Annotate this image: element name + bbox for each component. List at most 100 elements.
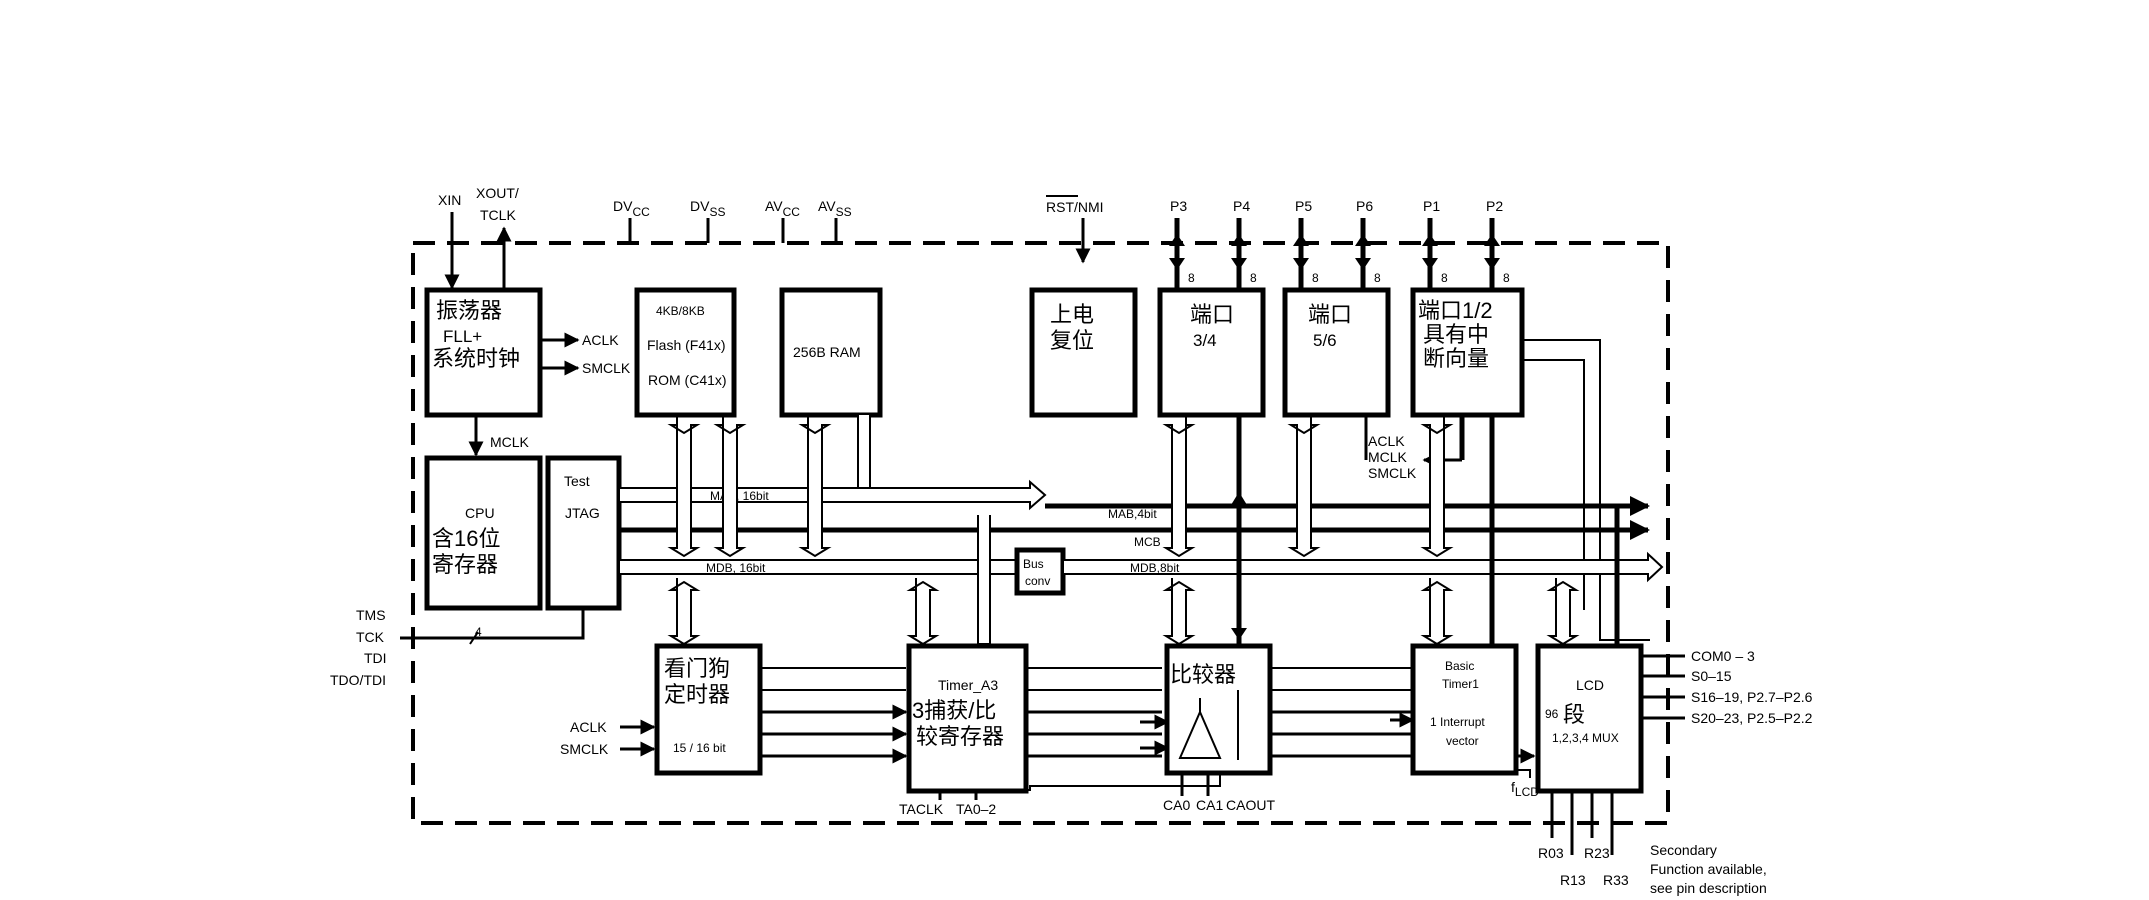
note-line2: Function available, xyxy=(1650,861,1767,877)
svg-text:Bus: Bus xyxy=(1023,557,1044,571)
svg-text:ROM (C41x): ROM (C41x) xyxy=(648,372,727,388)
lcd-flcd: fLCD xyxy=(1511,779,1539,799)
svg-text:Test: Test xyxy=(564,473,590,489)
port-clk-smclk: SMCLK xyxy=(1368,465,1417,481)
svg-text:具有中: 具有中 xyxy=(1423,322,1489,347)
svg-text:含16位: 含16位 xyxy=(432,526,500,551)
note-line3: see pin description xyxy=(1650,880,1767,896)
device-boundary xyxy=(411,241,1670,825)
svg-text:系统时钟: 系统时钟 xyxy=(432,346,520,371)
bits-p6: 8 xyxy=(1374,271,1381,285)
mdb-left-bus xyxy=(618,559,1018,575)
svg-text:conv: conv xyxy=(1025,574,1050,588)
svg-text:上电: 上电 xyxy=(1050,302,1094,327)
lcd-s20: S20–23, P2.5–P2.2 xyxy=(1691,710,1813,726)
lcd-s0: S0–15 xyxy=(1691,668,1732,684)
port-3-4-block: 端口 3/4 xyxy=(1157,287,1266,418)
osc-mclk: MCLK xyxy=(490,434,530,450)
pin-xin: XIN xyxy=(438,192,461,208)
flash-rom-block: 4KB/8KB Flash (F41x) ROM (C41x) xyxy=(634,287,737,418)
lcd-block: LCD 96 段 1,2,3,4 MUX xyxy=(1535,643,1644,794)
svg-text:端口: 端口 xyxy=(1308,302,1352,327)
osc-smclk: SMCLK xyxy=(582,360,631,376)
timer-ta: TA0–2 xyxy=(956,801,996,817)
pin-xout-line1: XOUT/ xyxy=(476,185,519,201)
timer-taclk: TACLK xyxy=(899,801,944,817)
lcd-r03: R03 xyxy=(1538,845,1564,861)
lcd-s16: S16–19, P2.7–P2.6 xyxy=(1691,689,1813,705)
svg-text:看门狗: 看门狗 xyxy=(664,656,730,681)
port-1-2-block: 端口1/2 具有中 断向量 xyxy=(1410,287,1525,418)
osc-aclk: ACLK xyxy=(582,332,619,348)
svg-text:3捕获/比: 3捕获/比 xyxy=(912,698,996,723)
pin-p2: P2 xyxy=(1486,198,1503,214)
pin-xout-line2: TCLK xyxy=(480,207,516,223)
jtag-bits: 4 xyxy=(475,625,482,639)
timer-a3-block: Timer_A3 3捕获/比 较寄存器 xyxy=(906,643,1029,794)
svg-text:复位: 复位 xyxy=(1050,328,1094,353)
svg-text:3/4: 3/4 xyxy=(1193,331,1217,350)
svg-text:Flash (F41x): Flash (F41x) xyxy=(647,337,726,353)
lcd-r23: R23 xyxy=(1584,845,1610,861)
pin-tdo: TDO/TDI xyxy=(330,672,386,688)
svg-text:振荡器: 振荡器 xyxy=(436,298,502,323)
lcd-com: COM0 – 3 xyxy=(1691,648,1755,664)
pin-tdi: TDI xyxy=(364,650,387,666)
bits-p4: 8 xyxy=(1250,271,1257,285)
bus-connectors xyxy=(667,415,1580,646)
svg-text:定时器: 定时器 xyxy=(664,682,730,707)
pin-dvcc: DVCC xyxy=(613,198,650,219)
mab-right-label: MAB,4bit xyxy=(1108,507,1157,521)
comparator-block: 比较器 xyxy=(1164,643,1273,776)
test-jtag-block: Test JTAG xyxy=(545,455,622,611)
svg-text:1 Interrupt: 1 Interrupt xyxy=(1430,715,1485,729)
bits-p3: 8 xyxy=(1188,271,1195,285)
lcd-r13: R13 xyxy=(1560,872,1586,888)
mdb-right-bus xyxy=(1062,551,1664,583)
watchdog-timer-block: 看门狗 定时器 15 / 16 bit xyxy=(654,643,763,776)
svg-text:FLL+: FLL+ xyxy=(443,327,482,346)
svg-text:4KB/8KB: 4KB/8KB xyxy=(656,304,705,318)
comp-caout: CAOUT xyxy=(1226,797,1275,813)
bits-p1: 8 xyxy=(1441,271,1448,285)
mdb-right-label: MDB,8bit xyxy=(1130,561,1180,575)
mcb-label: MCB xyxy=(1134,535,1161,549)
pin-rst-nmi: RST/NMI xyxy=(1046,199,1104,215)
svg-text:Timer_A3: Timer_A3 xyxy=(938,677,998,693)
mab-left-label: MAB, 16bit xyxy=(710,489,769,503)
port-pin-connectors xyxy=(1169,218,1500,288)
port-clk-mclk: MCLK xyxy=(1368,449,1408,465)
pin-dvss: DVSS xyxy=(690,198,725,219)
pin-tms: TMS xyxy=(356,607,386,623)
oscillator-block: 振荡器 FLL+ 系统时钟 xyxy=(424,287,543,418)
bits-p2: 8 xyxy=(1503,271,1510,285)
svg-text:vector: vector xyxy=(1446,734,1479,748)
pin-avss: AVSS xyxy=(818,198,852,219)
svg-text:比较器: 比较器 xyxy=(1170,662,1236,687)
svg-text:Timer1: Timer1 xyxy=(1442,677,1479,691)
pin-p5: P5 xyxy=(1295,198,1312,214)
ram-block: 256B RAM xyxy=(779,287,883,418)
svg-text:CPU: CPU xyxy=(465,505,495,521)
comp-ca1: CA1 xyxy=(1196,797,1223,813)
bits-p5: 8 xyxy=(1312,271,1319,285)
port-clk-aclk: ACLK xyxy=(1368,433,1405,449)
svg-text:端口: 端口 xyxy=(1190,302,1234,327)
pin-tck: TCK xyxy=(356,629,385,645)
svg-text:断向量: 断向量 xyxy=(1423,346,1489,371)
svg-text:15 / 16 bit: 15 / 16 bit xyxy=(673,741,726,755)
pin-p3: P3 xyxy=(1170,198,1187,214)
port-5-6-block: 端口 5/6 xyxy=(1282,287,1391,418)
svg-text:Basic: Basic xyxy=(1445,659,1474,673)
svg-text:96: 96 xyxy=(1545,707,1559,721)
pin-p4: P4 xyxy=(1233,198,1250,214)
svg-text:LCD: LCD xyxy=(1576,677,1604,693)
pin-p1: P1 xyxy=(1423,198,1440,214)
pin-avcc: AVCC xyxy=(765,198,800,219)
bus-converter-block: Bus conv xyxy=(1014,547,1066,596)
wdt-aclk: ACLK xyxy=(570,719,607,735)
svg-text:端口1/2: 端口1/2 xyxy=(1418,298,1493,323)
comp-ca0: CA0 xyxy=(1163,797,1190,813)
svg-text:段: 段 xyxy=(1563,702,1585,727)
